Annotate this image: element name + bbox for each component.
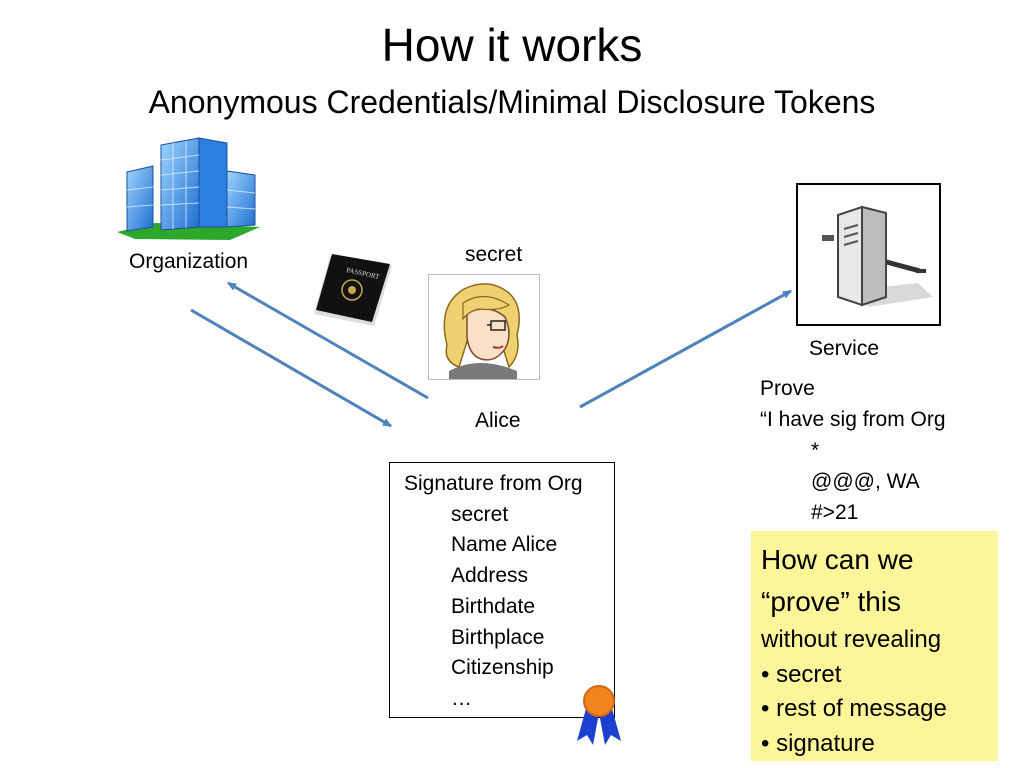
arrow-org-to-alice	[190, 308, 392, 428]
organization-label: Organization	[129, 250, 249, 273]
signature-item: Birthplace	[451, 625, 545, 649]
signature-box: Signature from Org secret Name Alice Add…	[389, 462, 615, 718]
question-box: How can we “prove” this without revealin…	[751, 531, 998, 761]
ribbon-seal-icon	[577, 685, 621, 745]
slide-subtitle: Anonymous Credentials/Minimal Disclosure…	[148, 84, 876, 120]
signature-item: Birthdate	[451, 594, 536, 618]
question-line: How can we	[761, 544, 914, 575]
question-bullet: • secret	[761, 660, 842, 688]
signature-item: Address	[451, 564, 529, 588]
question-bullet: • rest of message	[761, 695, 947, 722]
arrow-alice-to-service	[579, 289, 792, 409]
prove-line: “I have sig from Org	[760, 408, 946, 431]
secret-label: secret	[465, 243, 523, 266]
alice-avatar-icon	[443, 283, 520, 379]
prove-line: Prove	[760, 377, 815, 400]
prove-line: #>21	[811, 501, 859, 524]
server-icon	[822, 205, 933, 307]
alice-label: Alice	[475, 409, 521, 432]
prove-line: *	[811, 439, 820, 462]
question-line: “prove” this	[761, 586, 902, 617]
prove-line: @@@, WA	[811, 470, 920, 493]
service-label: Service	[809, 337, 880, 360]
passport-icon: PASSPORT	[314, 254, 392, 326]
arrow-alice-to-org	[227, 281, 429, 400]
signature-item: secret	[451, 502, 509, 526]
question-line: without revealing	[761, 626, 942, 653]
signature-item: Citizenship	[451, 656, 554, 680]
service-frame	[796, 183, 941, 326]
prove-statement: Prove “I have sig from Org * @@@, WA #>2…	[760, 373, 946, 528]
signature-item: Name Alice	[451, 533, 558, 557]
question-bullet: • signature	[761, 729, 875, 757]
signature-item: …	[451, 686, 472, 710]
alice-frame	[428, 274, 540, 380]
building-icon	[117, 137, 260, 240]
slide-title: How it works	[381, 19, 643, 71]
signature-heading: Signature from Org	[404, 472, 583, 495]
